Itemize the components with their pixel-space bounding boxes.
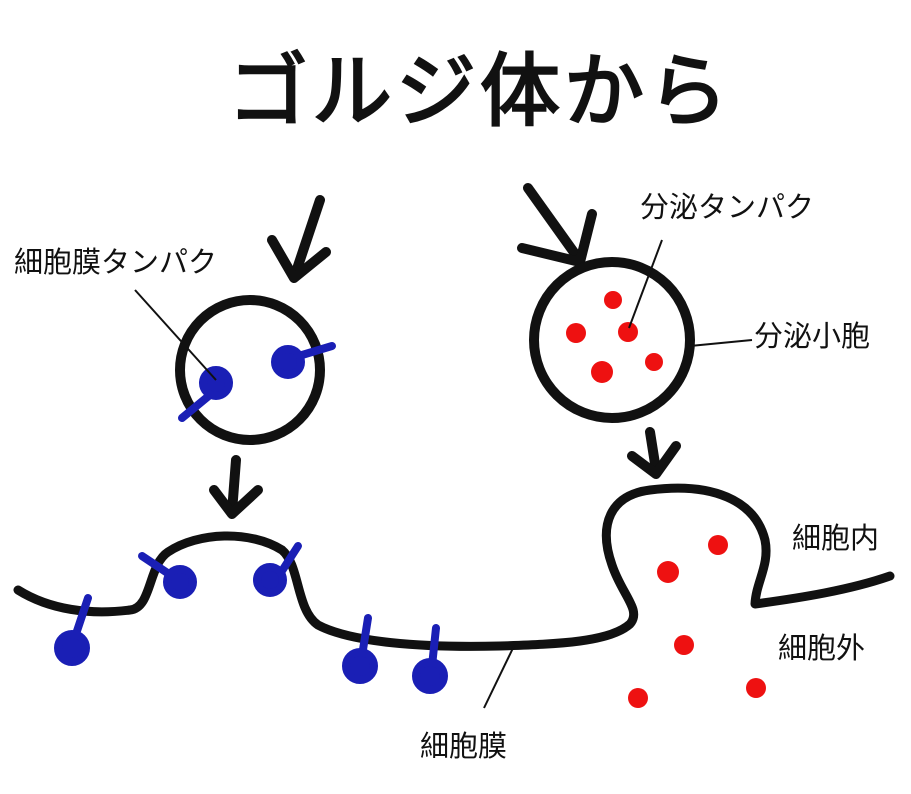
title-from-golgi: ゴルジ体から (228, 52, 732, 132)
arrow-left-bottom (214, 460, 258, 514)
label-membrane-protein: 細胞膜タンパク (14, 248, 217, 277)
secretory-protein-leader-line (629, 240, 662, 328)
label-extracellular: 細胞外 (778, 634, 865, 663)
label-cell-membrane: 細胞膜 (420, 732, 507, 761)
arrow-right-top (522, 188, 592, 262)
label-intracellular: 細胞内 (792, 524, 879, 553)
secretory-vesicle-leader-line (690, 340, 752, 346)
label-secretory-vesicle: 分泌小胞 (754, 322, 870, 351)
label-secretory-protein: 分泌タンパク (640, 193, 814, 222)
secreted-proteins (628, 535, 766, 708)
secretory-vesicle (534, 262, 690, 418)
cell-membrane-line (18, 488, 890, 646)
arrow-left-top (272, 200, 326, 278)
cell-membrane-leader-line (484, 646, 514, 708)
arrow-right-bottom (632, 432, 676, 474)
membrane-proteins (58, 546, 444, 690)
vesicle-secretory-proteins (566, 291, 663, 383)
